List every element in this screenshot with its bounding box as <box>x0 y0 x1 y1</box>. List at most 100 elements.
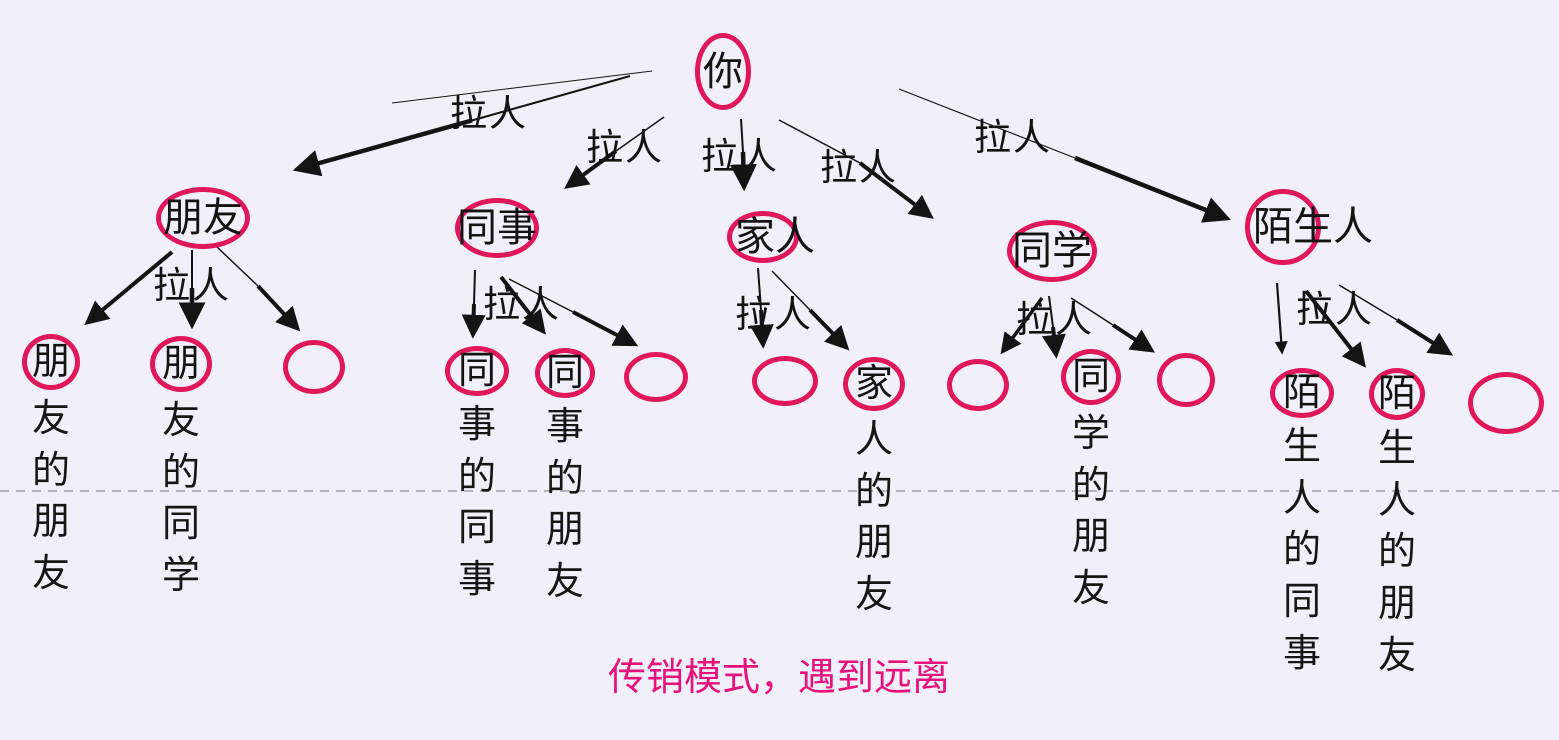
caption-text: 传销模式，遇到远离 <box>608 657 951 699</box>
member-circle-label: 朋 <box>31 341 70 383</box>
arrow-tail-line <box>391 70 653 104</box>
leaf-empty <box>1468 372 1544 438</box>
member-circle: 家 <box>843 357 905 411</box>
arrow-classmate-child <box>1070 297 1114 326</box>
member-vertical-label: 友的同学 <box>161 400 200 598</box>
member-circle-label: 家 <box>854 363 893 405</box>
leaf-friend-classmate: 朋 友的同学 <box>150 336 212 603</box>
member-circle <box>947 359 1009 411</box>
leaf-stranger-colleague: 陌 生人的同事 <box>1270 368 1334 680</box>
leaf-colleague-friend: 同 事的朋友 <box>535 348 595 609</box>
arrows <box>0 70 1559 492</box>
leaf-colleague-colleague: 同 事的同事 <box>445 346 509 607</box>
arrow-you-colleague <box>615 116 665 152</box>
arrow-stranger-child <box>1395 318 1454 356</box>
member-circle-label: 同 <box>1071 356 1110 398</box>
arrow-you-stranger <box>1074 155 1232 223</box>
member-circle: 同 <box>445 346 509 396</box>
arrow-you-classmate <box>858 161 934 219</box>
recruit-label: 拉人 <box>586 127 664 168</box>
member-circle: 陌 <box>1369 368 1425 420</box>
node-you-label: 你 <box>703 49 743 94</box>
leaf-classmate-friend: 同 学的朋友 <box>1061 349 1121 616</box>
node-friend-label: 朋友 <box>163 196 243 240</box>
member-vertical-label: 事的同事 <box>457 404 496 602</box>
leaf-empty <box>283 340 345 398</box>
leaf-empty <box>752 356 818 410</box>
arrow-family-child <box>771 270 811 311</box>
member-circle-label: 陌 <box>1377 373 1416 415</box>
arrow-classmate-child <box>1000 296 1044 355</box>
node-colleague: 同事 <box>455 198 539 258</box>
arrow-colleague-child <box>461 303 486 339</box>
arrow-family-child <box>808 308 850 351</box>
leaf-empty <box>947 359 1009 415</box>
leaf-empty <box>1157 353 1215 411</box>
arrow-family-child <box>757 267 762 311</box>
member-vertical-label: 生人的朋友 <box>1377 428 1416 677</box>
arrow-stranger-child <box>1338 284 1398 321</box>
node-you: 你 <box>695 33 751 110</box>
arrow-family-child <box>749 309 774 349</box>
member-vertical-label: 人的朋友 <box>854 419 893 617</box>
arrow-classmate-child <box>1041 326 1066 359</box>
arrow-you-classmate <box>778 119 861 164</box>
arrow-friend-child <box>84 250 174 326</box>
leaf-family-friend: 家 人的朋友 <box>843 357 905 622</box>
recruit-label: 拉人 <box>1296 289 1374 330</box>
recruit-label: 拉人 <box>153 265 231 306</box>
member-circle: 同 <box>1061 349 1121 405</box>
node-stranger-label: 陌生人 <box>1253 205 1373 249</box>
recruit-label: 拉人 <box>1016 299 1094 340</box>
member-circle: 朋 <box>22 334 80 390</box>
leaf-stranger-friend: 陌 生人的朋友 <box>1369 368 1425 682</box>
member-vertical-label: 生人的同事 <box>1282 426 1321 675</box>
member-vertical-label: 学的朋友 <box>1071 413 1110 611</box>
member-vertical-label: 事的朋友 <box>545 406 584 604</box>
arrow-you-friend <box>292 118 471 177</box>
recruit-label: 拉人 <box>974 117 1052 158</box>
arrow-classmate-child <box>1111 323 1156 353</box>
node-family: 家人 <box>727 211 815 263</box>
member-circle <box>624 352 688 402</box>
node-stranger: 陌生人 <box>1245 189 1373 265</box>
member-circle: 陌 <box>1270 368 1334 418</box>
recruit-label: 拉人 <box>820 147 898 188</box>
node-classmate: 同学 <box>1007 220 1097 282</box>
arrow-you-friend <box>469 75 631 122</box>
arrow-colleague-child <box>508 278 574 313</box>
member-circle-label: 陌 <box>1282 372 1321 414</box>
arrow-colleague-child <box>572 310 639 347</box>
node-classmate-label: 同学 <box>1012 229 1092 273</box>
leaf-empty <box>624 352 688 406</box>
node-friend: 朋友 <box>156 187 250 249</box>
member-circle-label: 朋 <box>161 343 200 385</box>
recruit-label: 拉人 <box>735 294 813 335</box>
arrow-friend-child <box>256 284 301 332</box>
member-circle-label: 同 <box>545 352 584 394</box>
recruit-label: 拉人 <box>450 93 528 134</box>
node-family-label: 家人 <box>735 215 815 259</box>
arrow-stranger-child <box>1304 289 1366 368</box>
member-circle <box>283 340 345 394</box>
arrow-colleague-child <box>473 269 476 305</box>
leaf-friend-of-friend: 朋 友的朋友 <box>22 334 80 601</box>
member-circle: 同 <box>535 348 595 398</box>
member-circle <box>1157 353 1215 407</box>
member-circle-label: 同 <box>457 350 496 392</box>
arrow-colleague-child <box>499 275 546 335</box>
recruit-label: 拉人 <box>701 136 779 177</box>
member-circle: 朋 <box>150 336 212 392</box>
arrow-classmate-child <box>1048 295 1054 328</box>
arrow-you-stranger <box>898 88 1076 159</box>
arrow-stranger-child <box>1274 282 1288 355</box>
arrow-friend-child <box>216 246 259 287</box>
member-circle <box>1468 372 1544 434</box>
arrow-you-family <box>729 151 757 192</box>
arrow-you-family <box>740 118 744 153</box>
member-vertical-label: 友的朋友 <box>31 398 70 596</box>
member-circle <box>752 356 818 406</box>
recruit-label: 拉人 <box>483 284 561 325</box>
